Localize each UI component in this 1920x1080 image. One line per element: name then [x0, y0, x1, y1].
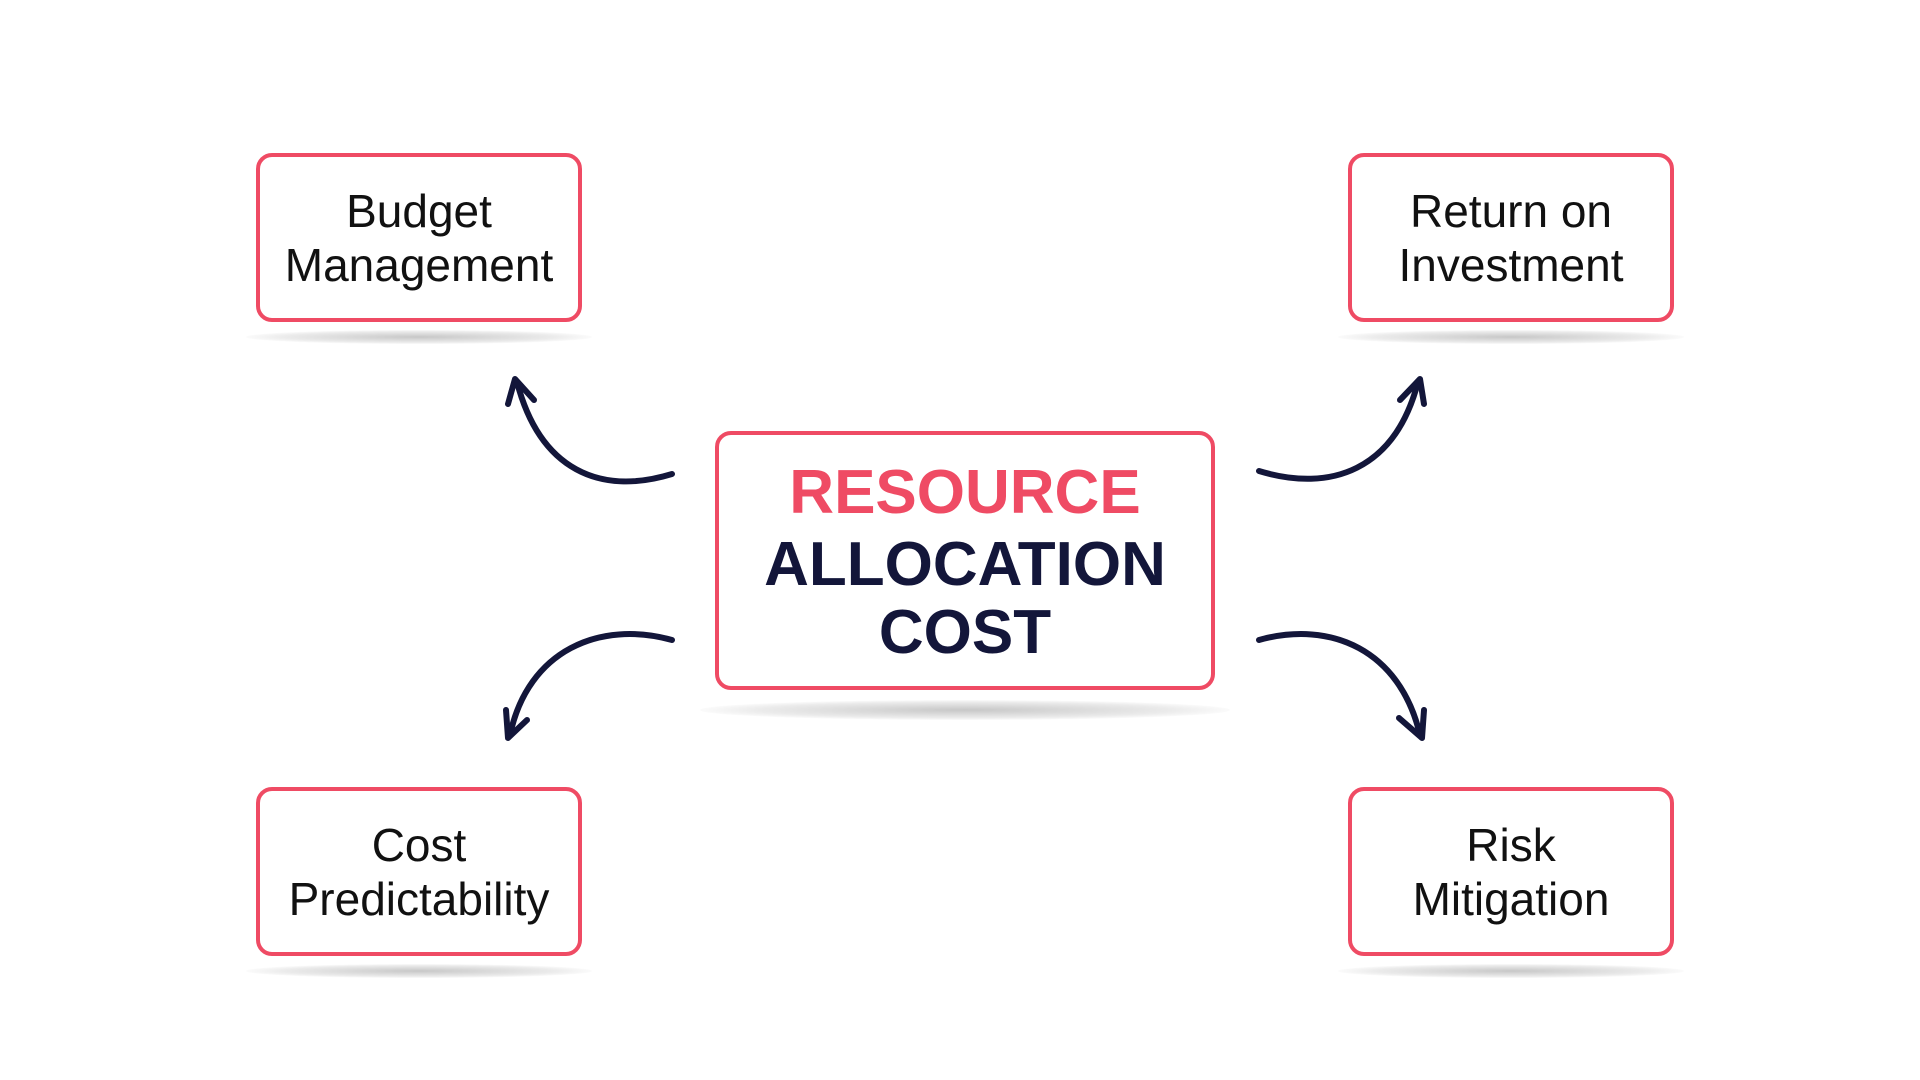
- center-title-line2: ALLOCATION: [764, 529, 1166, 599]
- node-label: Risk: [1466, 818, 1556, 871]
- center-title-line1: RESOURCE: [789, 457, 1141, 527]
- node-risk-mitigation: Risk Mitigation: [1348, 787, 1674, 956]
- box-shadow: [246, 964, 592, 978]
- node-label: Predictability: [288, 872, 550, 925]
- box-shadow: [700, 700, 1230, 720]
- node-budget-management: Budget Management: [256, 153, 582, 322]
- node-return-on-investment: Return on Investment: [1348, 153, 1674, 322]
- node-cost-predictability: Cost Predictability: [256, 787, 582, 956]
- node-label: Mitigation: [1412, 872, 1610, 925]
- center-title-line3: COST: [878, 597, 1052, 667]
- node-label: Investment: [1398, 238, 1624, 291]
- arrow-to-cost-predictability: [503, 631, 675, 741]
- node-label: Return on: [1409, 184, 1612, 237]
- node-label: Cost: [371, 818, 467, 871]
- node-label: Budget: [346, 184, 492, 237]
- box-shadow: [1338, 964, 1684, 978]
- box-shadow: [1338, 330, 1684, 344]
- node-label: Management: [284, 238, 554, 291]
- arrow-to-return-on-investment: [1256, 376, 1427, 482]
- arrow-to-budget-management: [505, 376, 675, 485]
- center-node: RESOURCE ALLOCATION COST: [715, 431, 1215, 690]
- arrow-to-risk-mitigation: [1256, 631, 1427, 741]
- box-shadow: [246, 330, 592, 344]
